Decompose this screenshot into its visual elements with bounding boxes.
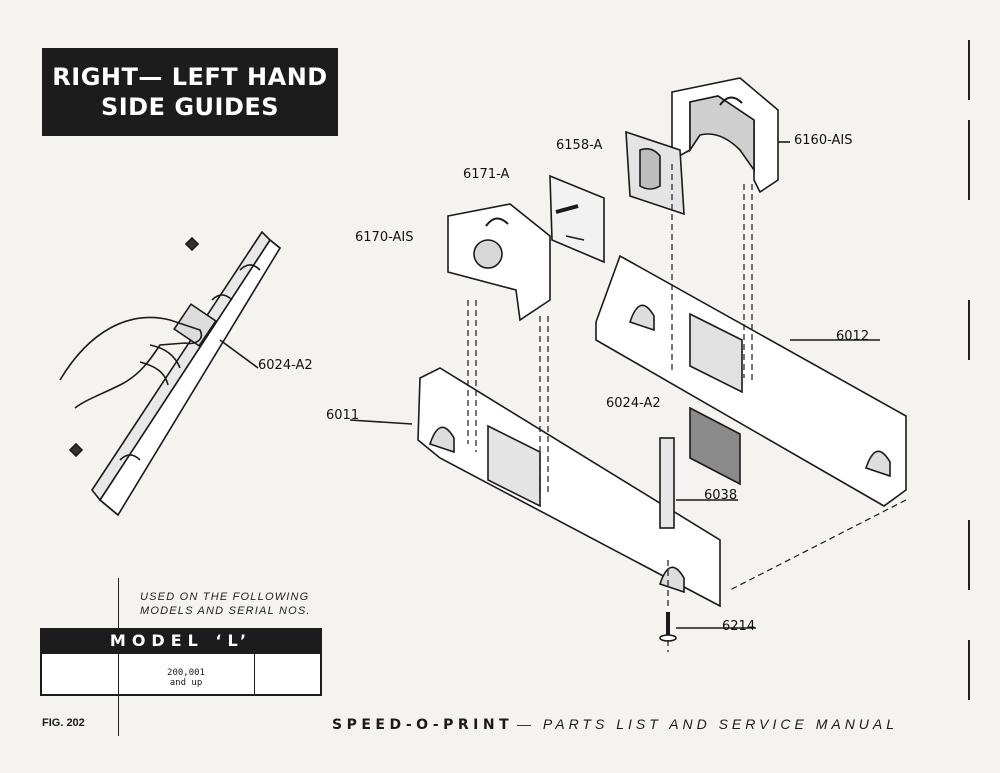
hand-held-guide-illustration bbox=[59, 230, 282, 517]
label-6011: 6011 bbox=[326, 408, 360, 423]
table-divider bbox=[118, 654, 119, 694]
footer-brand: SPEED-O-PRINT bbox=[332, 717, 514, 733]
label-6024-a2-left: 6024-A2 bbox=[258, 358, 313, 373]
serial-line-2: and up bbox=[169, 678, 203, 688]
leader-6024-left bbox=[219, 339, 259, 369]
used-on-line-2: MODELS AND SERIAL NOS. bbox=[140, 605, 311, 617]
page-title: RIGHT— LEFT HAND SIDE GUIDES bbox=[42, 48, 338, 136]
part-6038 bbox=[659, 437, 675, 529]
part-6012 bbox=[595, 254, 907, 507]
part-6170-ais bbox=[447, 203, 551, 322]
part-6011 bbox=[417, 367, 721, 608]
part-6160-ais bbox=[671, 77, 779, 194]
title-line-2: SIDE GUIDES bbox=[100, 93, 280, 121]
serial-range: 200,001 and up bbox=[118, 668, 254, 688]
label-6012: 6012 bbox=[836, 329, 870, 344]
figure-number: FIG. 202 bbox=[42, 717, 85, 729]
serial-line-1: 200,001 bbox=[167, 668, 205, 678]
used-on-note: USED ON THE FOLLOWING MODELS AND SERIAL … bbox=[140, 590, 311, 618]
label-6024-a2-right: 6024-A2 bbox=[606, 396, 661, 411]
label-6171-a: 6171-A bbox=[463, 167, 510, 182]
footer: SPEED-O-PRINT — PARTS LIST AND SERVICE M… bbox=[332, 716, 898, 733]
used-on-line-1: USED ON THE FOLLOWING bbox=[140, 591, 310, 603]
table-divider bbox=[254, 654, 255, 694]
part-6024-a2-plate bbox=[689, 406, 741, 486]
binder-edge bbox=[968, 640, 970, 700]
label-6170-ais: 6170-AIS bbox=[355, 230, 414, 245]
binder-edge bbox=[968, 300, 970, 360]
model-table bbox=[40, 654, 322, 696]
label-6158-a: 6158-A bbox=[556, 138, 603, 153]
part-6214 bbox=[659, 612, 677, 642]
label-6160-ais: 6160-AIS bbox=[794, 133, 853, 148]
part-6171-a bbox=[549, 174, 605, 264]
footer-subtitle: — PARTS LIST AND SERVICE MANUAL bbox=[517, 716, 899, 732]
title-line-1: RIGHT— LEFT HAND bbox=[52, 63, 328, 91]
binder-edge bbox=[968, 40, 970, 100]
binder-edge bbox=[968, 520, 970, 590]
binder-edge bbox=[968, 120, 970, 200]
label-6214: 6214 bbox=[722, 619, 756, 634]
model-header: MODEL ‘L’ bbox=[40, 628, 322, 654]
label-6038: 6038 bbox=[704, 488, 738, 503]
